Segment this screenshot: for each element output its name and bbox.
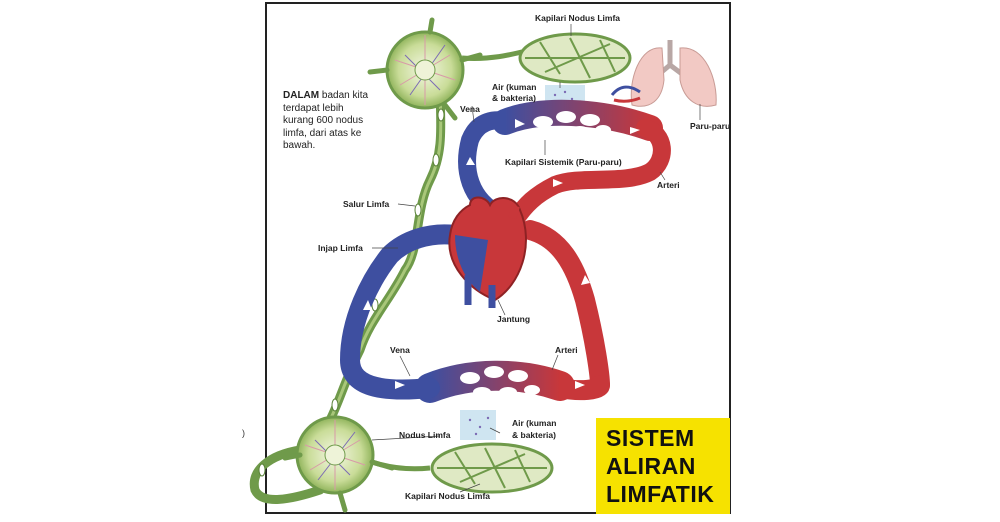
label-nodus-limfa: Nodus Limfa [399, 430, 451, 440]
lymph-capillaries-top [461, 32, 632, 84]
label-arteri-bottom: Arteri [555, 345, 578, 355]
lymph-node-bottom [282, 415, 395, 513]
label-salur-limfa: Salur Limfa [343, 199, 390, 209]
heart [448, 196, 527, 308]
label-kapilari-sistemik: Kapilari Sistemik (Paru-paru) [505, 157, 622, 167]
label-vena-top: Vena [460, 104, 480, 114]
lymph-vessel-lower [249, 445, 325, 504]
stray-mark: ) [242, 428, 245, 438]
title-line-3: LIMFATIK [606, 481, 715, 507]
intro-body: badan kita terdapat lebih kurang 600 nod… [283, 90, 369, 151]
title-box: SISTEM ALIRAN LIMFATIK [596, 418, 730, 514]
lung-flow-arrow [610, 85, 641, 96]
lymph-node-top [367, 17, 483, 121]
label-air-top-1: Air (kuman [492, 82, 536, 92]
label-jantung: Jantung [497, 314, 530, 324]
lymph-capillaries-bottom [371, 442, 554, 494]
label-air-top-2: & bakteria) [492, 93, 536, 103]
capillary-cells-top [533, 111, 611, 137]
fluid-bottom [460, 410, 496, 440]
label-arteri-top: Arteri [657, 180, 680, 190]
label-air-bottom-1: Air (kuman [512, 418, 556, 428]
label-air-bottom-2: & bakteria) [512, 430, 556, 440]
leader-lines [371, 24, 701, 493]
lung-flow-arrow-red [613, 96, 641, 103]
lungs [630, 40, 717, 107]
title-line-2: ALIRAN [606, 453, 696, 479]
fluid-dots-bottom [468, 416, 490, 436]
label-paru-paru: Paru-paru [690, 121, 730, 131]
intro-lead: DALAM [283, 90, 320, 101]
label-vena-bottom: Vena [390, 345, 410, 355]
capillary-bed-top [492, 99, 663, 141]
artery-main [520, 220, 610, 395]
capillary-cells-bottom [460, 366, 540, 397]
intro-text: DALAM badan kita terdapat lebih kurang 6… [283, 90, 373, 153]
vein-bottom [339, 224, 465, 400]
flow-arrows [363, 119, 640, 389]
title-line-1: SISTEM [606, 425, 695, 451]
label-injap-limfa: Injap Limfa [318, 243, 363, 253]
label-kapilari-nodus-top: Kapilari Nodus Limfa [535, 13, 620, 23]
label-kapilari-nodus-bottom: Kapilari Nodus Limfa [405, 491, 490, 501]
artery-top [506, 119, 671, 229]
